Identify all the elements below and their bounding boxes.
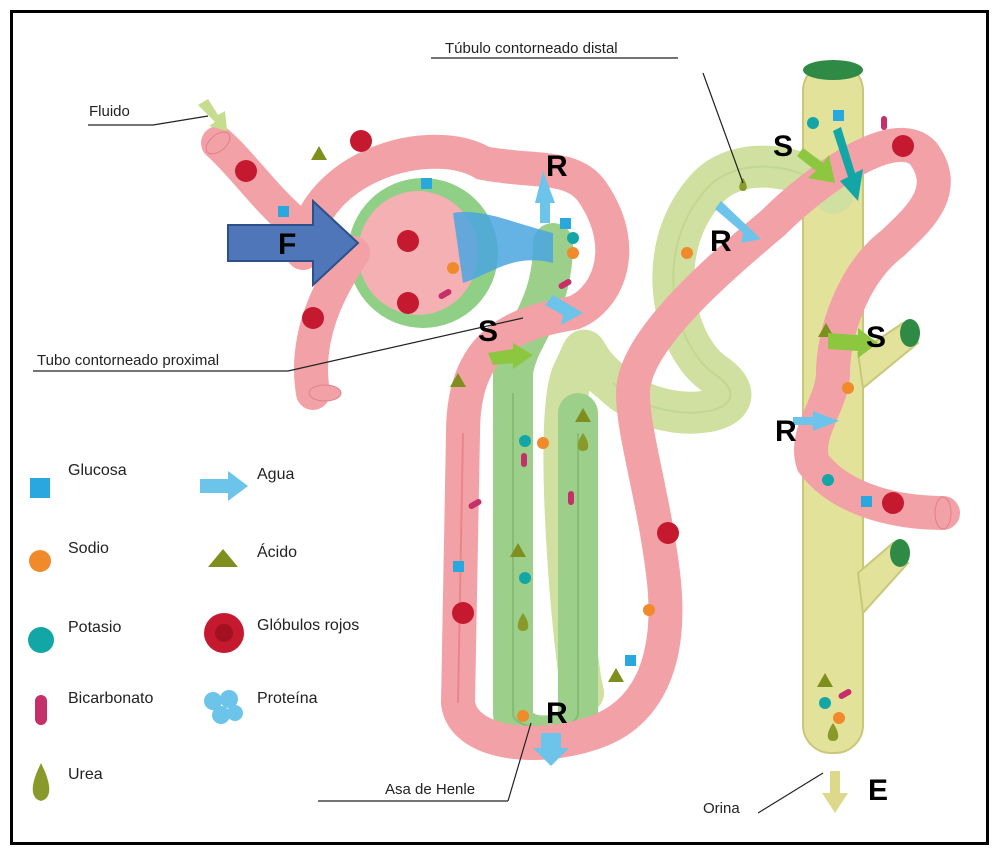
legend-proteina: Proteína	[204, 690, 318, 724]
legend-globulos-rojos: Glóbulos rojos	[204, 613, 359, 653]
legend-glucosa: Glucosa	[30, 462, 127, 498]
marker-e: E	[868, 774, 888, 807]
marker-s-2: S	[773, 130, 793, 163]
label-orina: Orina	[703, 800, 740, 817]
marker-r-1: R	[546, 150, 568, 183]
svg-text:Bicarbonato: Bicarbonato	[68, 690, 153, 707]
svg-text:Glóbulos rojos: Glóbulos rojos	[257, 617, 359, 634]
label-tubo-proximal: Tubo contorneado proximal	[37, 352, 219, 369]
legend-agua: Agua	[200, 466, 294, 501]
dot-icon	[28, 627, 54, 653]
dot-icon	[29, 550, 51, 572]
label-tubulo-distal: Túbulo contorneado distal	[445, 40, 618, 57]
drop-icon	[33, 763, 50, 801]
marker-s-3: S	[866, 321, 886, 354]
legend-bicarbonato: Bicarbonato	[35, 690, 153, 725]
marker-r-4: R	[546, 697, 568, 730]
svg-text:Agua: Agua	[257, 466, 294, 483]
svg-text:Potasio: Potasio	[68, 619, 121, 636]
legend-acido: Ácido	[208, 542, 297, 567]
legend-urea: Urea	[33, 763, 103, 801]
svg-text:Proteína: Proteína	[257, 690, 318, 707]
marker-s-1: S	[478, 315, 498, 348]
legend-sodio: Sodio	[29, 540, 109, 572]
nephron-diagram: F Fluido Túbulo contorneado distal Tubo …	[13, 13, 989, 845]
svg-text:Sodio: Sodio	[68, 540, 109, 557]
legend-potasio: Potasio	[28, 619, 121, 653]
square-icon	[30, 478, 50, 498]
pill-icon	[35, 695, 47, 725]
label-fluido: Fluido	[89, 103, 130, 120]
triangle-icon	[208, 549, 238, 567]
marker-r-2: R	[710, 225, 732, 258]
svg-text:Ácido: Ácido	[257, 542, 297, 561]
arrow-icon	[200, 471, 248, 501]
marker-f: F	[278, 228, 296, 261]
diagram-frame: F Fluido Túbulo contorneado distal Tubo …	[10, 10, 989, 845]
svg-text:Glucosa: Glucosa	[68, 462, 127, 479]
legend: Glucosa Agua Sodio Ácido Potasio Glóbulo…	[28, 462, 359, 801]
label-asa-henle: Asa de Henle	[385, 781, 475, 798]
marker-r-3: R	[775, 415, 797, 448]
svg-text:Urea: Urea	[68, 766, 103, 783]
cluster-icon	[204, 690, 243, 724]
